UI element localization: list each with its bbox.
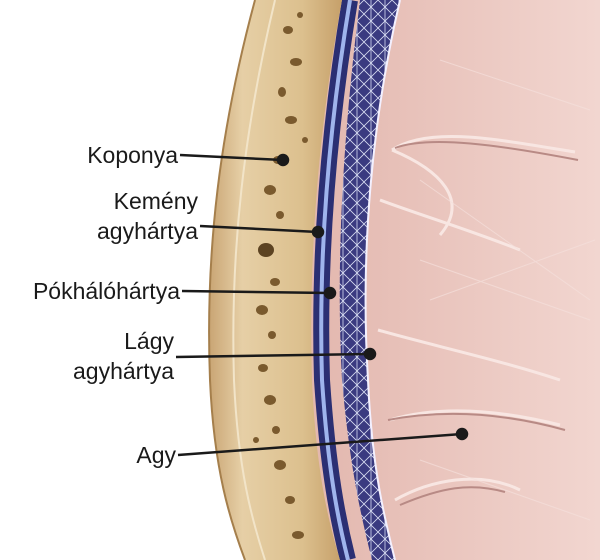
- label-kemeny-line1: Kemény: [97, 186, 198, 216]
- leader-dot-agy: [457, 429, 467, 439]
- leader-dot-koponya: [278, 155, 288, 165]
- label-agy: Agy: [136, 440, 176, 470]
- label-lagy-agyhartya: Lágy agyhártya: [73, 326, 174, 386]
- label-kemeny-agyhartya: Kemény agyhártya: [97, 186, 198, 246]
- leader-dot-kemeny: [313, 227, 323, 237]
- leader-dot-lagy: [365, 349, 375, 359]
- leader-dot-pokhalo: [325, 288, 335, 298]
- label-koponya: Koponya: [87, 140, 178, 170]
- label-kemeny-line2: agyhártya: [97, 216, 198, 246]
- label-lagy-line1: Lágy: [73, 326, 174, 356]
- label-lagy-line2: agyhártya: [73, 356, 174, 386]
- label-pokhalohartya: Pókhálóhártya: [33, 276, 180, 306]
